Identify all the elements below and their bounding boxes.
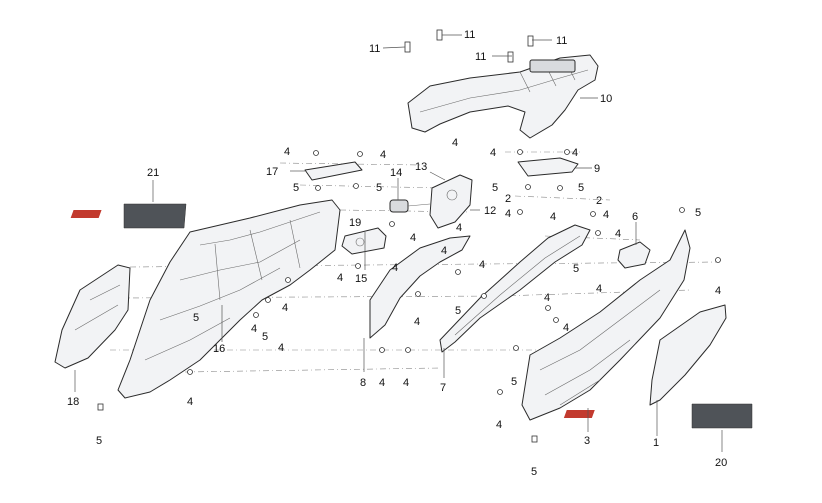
bracket-part [517, 157, 579, 177]
callout-labels: 11 11 11 11 10 4 4 4 4 4 9 17 13 14 5 5 … [67, 29, 727, 478]
leader-lines [74, 34, 723, 452]
callout-4: 4 [596, 283, 602, 295]
callout-5: 5 [96, 435, 102, 447]
callout-4: 4 [479, 259, 485, 271]
callout-4: 4 [403, 377, 409, 389]
right-lower-panel-part [649, 304, 727, 406]
callout-11: 11 [556, 35, 567, 47]
callout-5: 5 [293, 182, 299, 194]
lock-unit-part [341, 227, 387, 255]
callout-5: 5 [376, 182, 382, 194]
connector-part [389, 199, 431, 213]
callout-5: 5 [455, 305, 461, 317]
cover-plate-part [304, 161, 363, 181]
callout-5: 5 [262, 331, 268, 343]
center-mount-part [429, 174, 473, 229]
decal-21 [70, 203, 187, 229]
callout-4: 4 [278, 342, 284, 354]
callout-4: 4 [490, 147, 496, 159]
callout-4: 4 [337, 272, 343, 284]
callout-2: 2 [505, 193, 511, 205]
callout-8: 8 [360, 377, 366, 389]
callout-13: 13 [415, 161, 427, 173]
callout-5: 5 [695, 207, 701, 219]
callout-18: 18 [67, 396, 79, 408]
callout-15: 15 [355, 273, 367, 285]
callout-4: 4 [414, 316, 420, 328]
callout-20: 20 [715, 457, 727, 469]
callout-4: 4 [715, 285, 721, 297]
callout-5: 5 [578, 182, 584, 194]
callout-5: 5 [573, 263, 579, 275]
callout-4: 4 [505, 208, 511, 220]
callout-17: 17 [266, 166, 278, 178]
center-left-panel-part [369, 235, 471, 339]
callout-21: 21 [147, 167, 159, 179]
callout-4: 4 [550, 211, 556, 223]
callout-4: 4 [392, 262, 398, 274]
callout-4: 4 [563, 322, 569, 334]
callout-11: 11 [475, 51, 486, 63]
callout-4: 4 [603, 209, 609, 221]
callout-14: 14 [390, 167, 402, 179]
callout-4: 4 [615, 228, 621, 240]
callout-12: 12 [484, 205, 496, 217]
callout-1: 1 [653, 437, 659, 449]
right-side-cover-part [521, 229, 691, 421]
callout-4: 4 [496, 419, 502, 431]
callout-16: 16 [213, 343, 225, 355]
callout-4: 4 [441, 245, 447, 257]
left-lower-panel-part [54, 264, 131, 369]
callout-4: 4 [251, 323, 257, 335]
callout-11: 11 [369, 43, 380, 55]
callout-7: 7 [440, 382, 446, 394]
callout-4: 4 [410, 232, 416, 244]
callout-19: 19 [349, 217, 361, 229]
callout-4: 4 [456, 222, 462, 234]
center-rail-part [439, 224, 591, 353]
right-bracket-part [617, 241, 651, 269]
callout-4: 4 [282, 302, 288, 314]
callout-4: 4 [187, 396, 193, 408]
callout-4: 4 [544, 292, 550, 304]
fasteners [97, 29, 721, 443]
callout-11: 11 [464, 29, 475, 41]
callout-5: 5 [193, 312, 199, 324]
callout-3: 3 [584, 435, 590, 447]
left-side-cover-part [117, 199, 341, 399]
callout-4: 4 [452, 137, 458, 149]
grab-rail-part [407, 54, 599, 139]
callout-5: 5 [531, 466, 537, 478]
callout-4: 4 [284, 146, 290, 158]
callout-2: 2 [596, 195, 602, 207]
callout-5: 5 [511, 376, 517, 388]
callout-10: 10 [600, 93, 612, 105]
decal-20 [563, 403, 753, 429]
callout-4: 4 [572, 147, 578, 159]
callout-4: 4 [380, 149, 386, 161]
callout-4: 4 [379, 377, 385, 389]
callout-5: 5 [492, 182, 498, 194]
callout-9: 9 [594, 163, 600, 175]
callout-6: 6 [632, 211, 638, 223]
